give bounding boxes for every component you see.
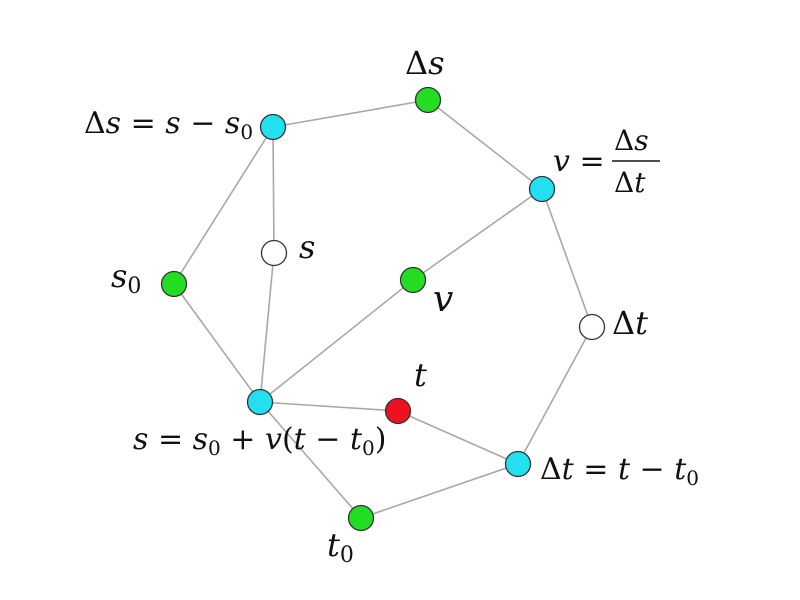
edge-s-formula-t bbox=[259, 401, 399, 412]
edge-ds-formula-s bbox=[272, 126, 275, 254]
edge-s-s-formula bbox=[259, 252, 275, 403]
edge-ds-v-formula bbox=[427, 99, 543, 190]
label-s0: s0 bbox=[111, 257, 141, 299]
node-t0 bbox=[347, 504, 375, 532]
edge-v-formula-dt bbox=[541, 188, 593, 328]
label-t: t bbox=[414, 356, 427, 394]
svg-text:Δs: Δs bbox=[614, 124, 649, 157]
node-v bbox=[399, 266, 427, 294]
label-dt-formula: Δt = t − t0 bbox=[540, 452, 699, 490]
node-dt bbox=[578, 313, 606, 341]
label-v-formula: v = Δs Δt bbox=[553, 124, 660, 199]
node-s0 bbox=[160, 270, 188, 298]
label-ds: Δs bbox=[405, 44, 445, 82]
label-s-formula: s = s0 + v(t − t0) bbox=[133, 422, 386, 460]
node-v-formula bbox=[528, 175, 556, 203]
node-dt-formula bbox=[504, 450, 532, 478]
svg-text:v =: v = bbox=[553, 144, 605, 179]
label-t0: t0 bbox=[327, 526, 354, 568]
label-v: v bbox=[433, 279, 453, 320]
label-ds-formula: Δs = s − s0 bbox=[84, 106, 253, 144]
edge-v-formula-v bbox=[412, 188, 543, 281]
edge-ds-formula-ds bbox=[272, 99, 429, 128]
label-dt: Δt bbox=[612, 304, 648, 342]
edge-v-s-formula bbox=[259, 279, 414, 403]
edge-s-formula-s0 bbox=[173, 283, 261, 403]
edge-t-dt-formula bbox=[397, 410, 519, 465]
edge-dt-formula-t0 bbox=[360, 463, 519, 519]
svg-text:Δt: Δt bbox=[614, 166, 646, 199]
node-s bbox=[260, 239, 288, 267]
edges bbox=[173, 99, 593, 519]
node-t bbox=[384, 397, 412, 425]
edge-t0-s-formula bbox=[259, 401, 362, 519]
nodes bbox=[160, 86, 606, 532]
edge-s0-ds-formula bbox=[173, 126, 274, 285]
node-ds bbox=[414, 86, 442, 114]
node-ds-formula bbox=[259, 113, 287, 141]
label-s: s bbox=[299, 228, 315, 266]
edge-dt-dt-formula bbox=[517, 326, 593, 465]
node-s-formula bbox=[246, 388, 274, 416]
